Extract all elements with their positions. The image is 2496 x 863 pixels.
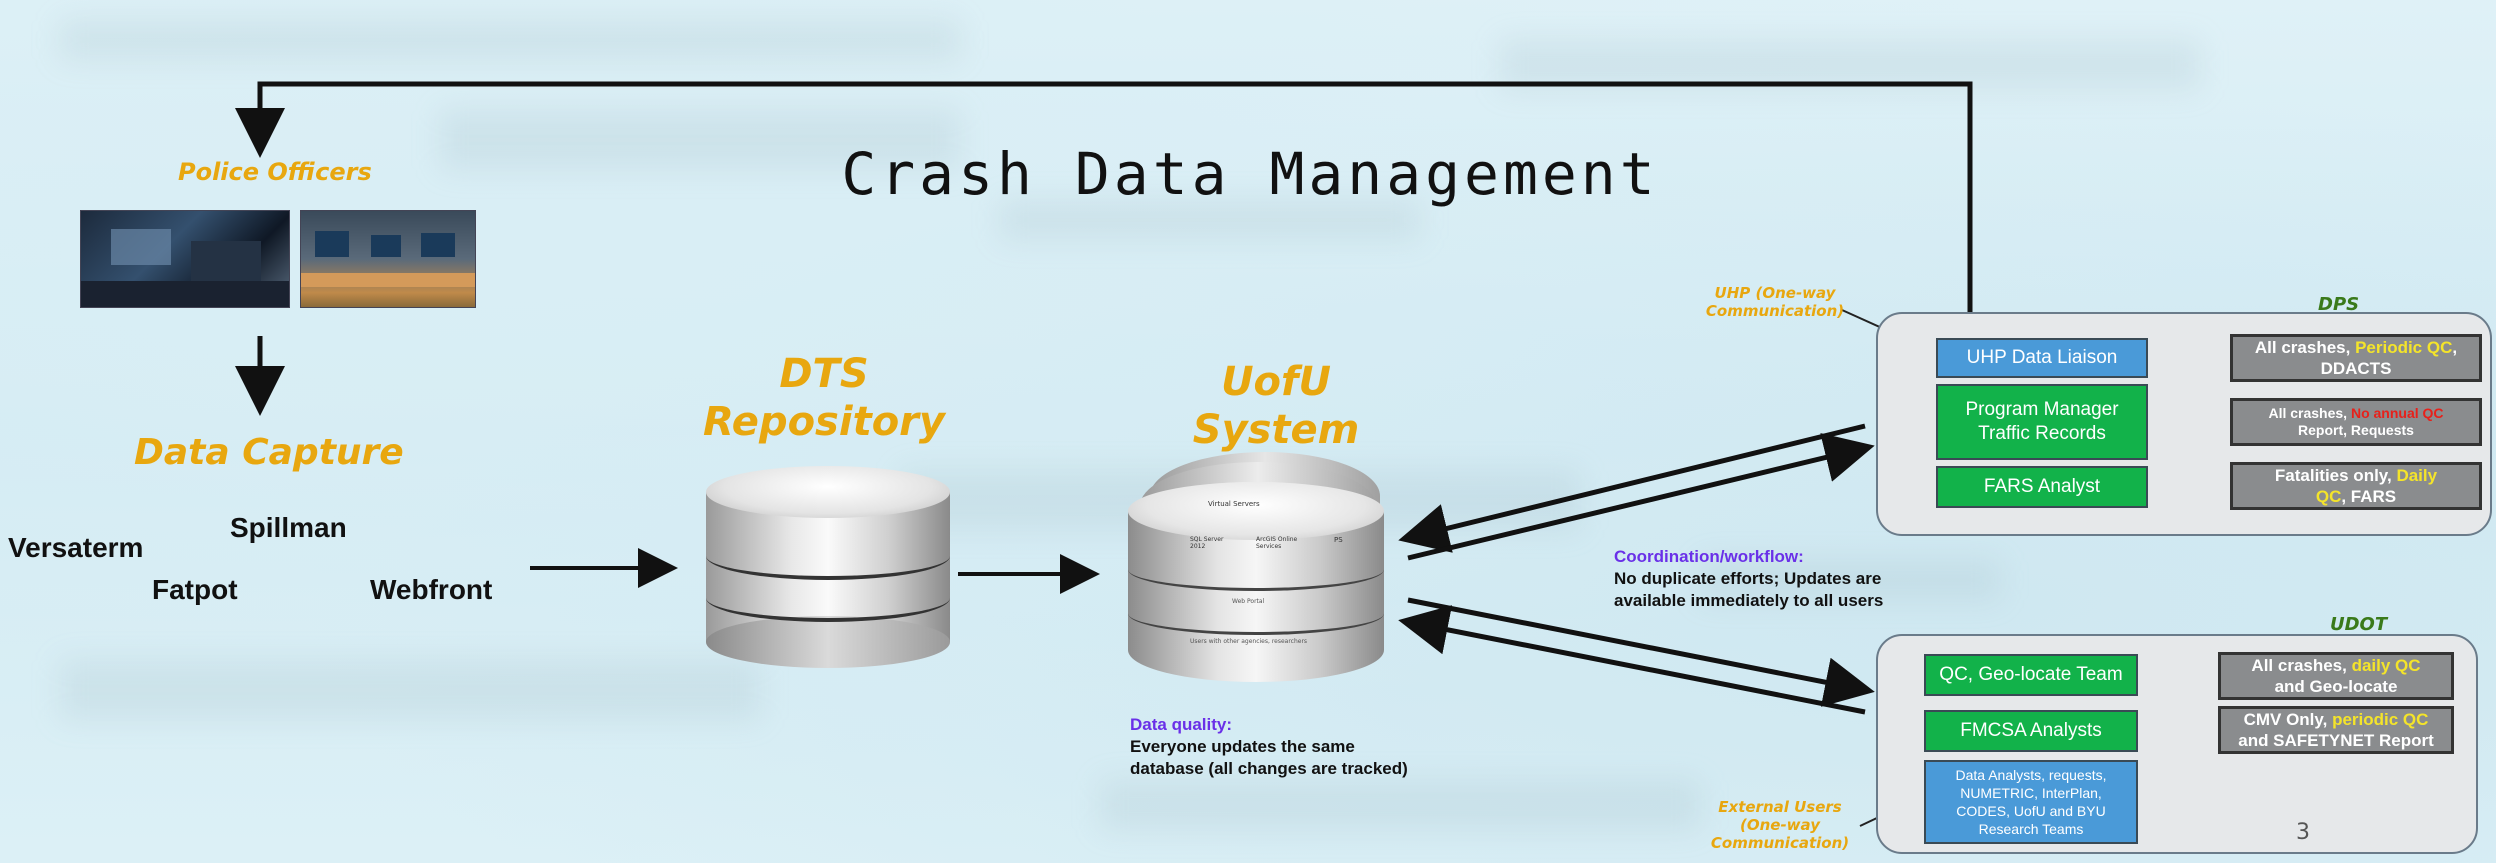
- dts-label-line2: Repository: [703, 399, 945, 445]
- analysts-line2: NUMETRIC, InterPlan,: [1960, 784, 2102, 801]
- coordination-note: Coordination/workflow: No duplicate effo…: [1614, 546, 1883, 612]
- uhp-note-line2: Communication): [1705, 302, 1845, 320]
- police-officers-label: Police Officers: [178, 158, 372, 186]
- server-label-users: Users with other agencies, researchers: [1190, 638, 1308, 645]
- dts-repository-label: DTS Repository: [694, 350, 954, 446]
- udot-outcome-qc: All crashes, daily QC and Geo-locate: [2218, 652, 2454, 700]
- udot-o2-b: periodic QC: [2332, 709, 2429, 729]
- source-webfront: Webfront: [370, 574, 493, 605]
- udot-o2-c: and SAFETYNET Report: [2238, 731, 2434, 750]
- qc-geolocate-box: QC, Geo-locate Team: [1924, 654, 2138, 696]
- data-quality-heading: Data quality:: [1130, 715, 1233, 734]
- dps-o3-a: Fatalities only,: [2274, 465, 2397, 485]
- dps-o2-b: No annual QC: [2350, 404, 2444, 421]
- page-number: 3: [2296, 820, 2310, 845]
- uhp-note-line1: UHP (One-way: [1714, 284, 1836, 302]
- data-quality-note: Data quality: Everyone updates the same …: [1130, 714, 1408, 780]
- udot-o1-c: and Geo-locate: [2274, 677, 2398, 696]
- coordination-line2: available immediately to all users: [1614, 591, 1884, 611]
- dps-outcome-program: All crashes, No annual QC Report, Reques…: [2230, 398, 2482, 446]
- ext-note-line3: Communication): [1710, 834, 1850, 852]
- fmcsa-analysts-box: FMCSA Analysts: [1924, 710, 2138, 752]
- dps-o1-c: ,: [2452, 337, 2458, 357]
- page-title: Crash Data Management: [841, 140, 1659, 208]
- dps-outcome-fars: Fatalities only, Daily QC, FARS: [2230, 462, 2482, 510]
- dps-o3-d: , FARS: [2341, 487, 2397, 506]
- analysts-line1: Data Analysts, requests,: [1955, 766, 2107, 783]
- udot-group-label: UDOT: [2330, 614, 2388, 635]
- dps-o2-a: All crashes,: [2268, 404, 2351, 421]
- police-car-photo: [80, 210, 290, 308]
- uofu-label-line2: System: [1192, 407, 1360, 453]
- source-fatpot: Fatpot: [152, 574, 238, 605]
- server-label-arcgis: ArcGIS Online Services: [1256, 536, 1298, 550]
- data-quality-line2: database (all changes are tracked): [1130, 759, 1408, 779]
- uofu-label-line1: UofU: [1221, 359, 1331, 405]
- data-analysts-box: Data Analysts, requests, NUMETRIC, Inter…: [1924, 760, 2138, 844]
- coordination-heading: Coordination/workflow:: [1614, 547, 1804, 566]
- program-manager-box: Program Manager Traffic Records: [1936, 384, 2148, 460]
- analysts-line3: CODES, UofU and BYU: [1956, 803, 2106, 819]
- coordination-line1: No duplicate efforts; Updates are: [1614, 569, 1882, 589]
- uhp-oneway-note: UHP (One-way Communication): [1700, 284, 1850, 320]
- dps-o1-b: Periodic QC: [2355, 337, 2453, 357]
- dts-label-line1: DTS: [779, 351, 869, 397]
- data-capture-label: Data Capture: [134, 432, 404, 473]
- udot-outcome-fmcsa: CMV Only, periodic QC and SAFETYNET Repo…: [2218, 706, 2454, 754]
- data-quality-line1: Everyone updates the same: [1130, 737, 1355, 757]
- udot-o1-a: All crashes,: [2251, 655, 2352, 675]
- server-label-sql: SQL Server 2012: [1190, 536, 1224, 550]
- dps-o3-b: Daily: [2396, 465, 2438, 485]
- dps-o1-d: DDACTS: [2320, 359, 2392, 378]
- police-office-photo: [300, 210, 476, 308]
- uofu-system-label: UofU System: [1156, 358, 1396, 454]
- dps-o2-c: Report, Requests: [2298, 422, 2414, 438]
- analysts-line4: Research Teams: [1978, 821, 2084, 838]
- uofu-server-stack-icon: Virtual Servers SQL Server 2012 ArcGIS O…: [1128, 452, 1390, 682]
- dps-outcome-uhp: All crashes, Periodic QC, DDACTS: [2230, 334, 2482, 382]
- dps-o3-c: QC: [2315, 487, 2342, 506]
- server-label-ps: PS: [1334, 536, 1343, 544]
- dps-group-label: DPS: [2318, 294, 2360, 315]
- server-label-virtual: Virtual Servers: [1208, 500, 1260, 508]
- ext-note-line2: (One-way: [1740, 816, 1820, 834]
- program-manager-line2: Traffic Records: [1978, 423, 2106, 444]
- server-label-portal: Web Portal: [1232, 598, 1265, 605]
- udot-o2-a: CMV Only,: [2243, 709, 2333, 729]
- source-spillman: Spillman: [230, 512, 347, 543]
- dts-database-icon: [706, 466, 950, 668]
- source-versaterm: Versaterm: [8, 532, 144, 563]
- uhp-data-liaison-box: UHP Data Liaison: [1936, 338, 2148, 378]
- dps-o1-a: All crashes,: [2254, 337, 2356, 357]
- fars-analyst-box: FARS Analyst: [1936, 466, 2148, 508]
- external-users-note: External Users (One-way Communication): [1700, 798, 1860, 852]
- program-manager-line1: Program Manager: [1965, 399, 2119, 421]
- ext-note-line1: External Users: [1718, 798, 1842, 816]
- udot-o1-b: daily QC: [2351, 655, 2421, 675]
